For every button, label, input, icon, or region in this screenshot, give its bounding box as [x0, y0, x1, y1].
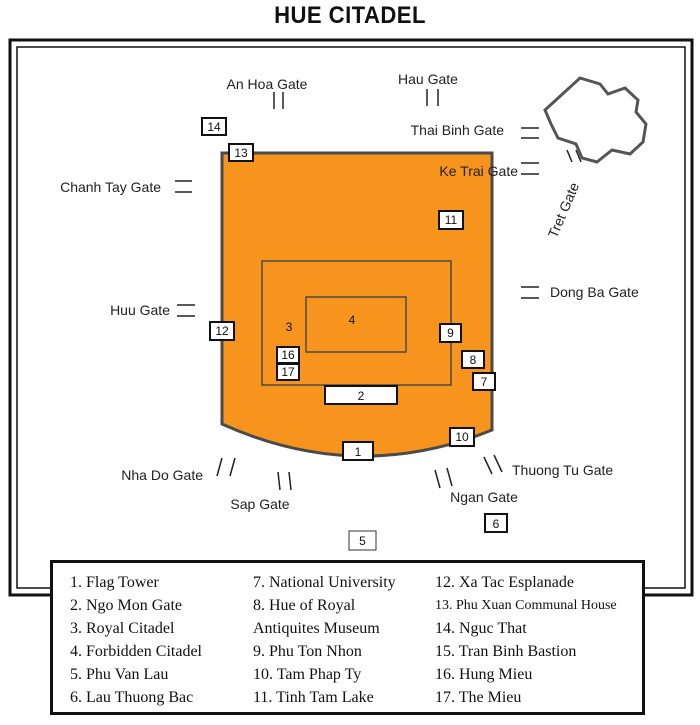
svg-text:11: 11 — [445, 213, 458, 227]
label-3: 3 — [286, 320, 293, 334]
marker-1: 1 — [342, 441, 374, 461]
legend-item: 13. Phu Xuan Communal House — [435, 598, 617, 613]
legend-column-1: 1. Flag Tower 2. Ngo Mon Gate 3. Royal C… — [70, 571, 202, 709]
legend-item: 2. Ngo Mon Gate — [70, 597, 182, 614]
legend-column-2: 7. National University 8. Hue of Royal A… — [253, 571, 396, 709]
thuong-tu-gate-mark — [483, 456, 493, 475]
legend-item: 14. Nguc That — [435, 620, 527, 637]
svg-text:8: 8 — [470, 353, 477, 367]
marker-14: 14 — [201, 117, 227, 136]
marker-11: 11 — [438, 210, 464, 230]
marker-5: 5 — [348, 530, 377, 551]
legend-column-3: 12. Xa Tac Esplanade 13. Phu Xuan Commun… — [435, 571, 617, 709]
svg-text:2: 2 — [358, 389, 365, 403]
marker-6: 6 — [484, 513, 508, 533]
nha-do-gate-mark — [229, 457, 236, 477]
gate-marks — [175, 89, 539, 491]
legend-item: 12. Xa Tac Esplanade — [435, 574, 574, 591]
svg-text:17: 17 — [281, 365, 295, 379]
ngan-gate-mark — [434, 469, 441, 489]
tret-gate-label: Tret Gate — [545, 180, 583, 240]
tran-binh-bastion — [543, 76, 648, 164]
legend-item: 4. Forbidden Citadel — [70, 643, 202, 660]
svg-text:16: 16 — [281, 348, 295, 362]
legend-item: 5. Phu Van Lau — [70, 666, 169, 683]
legend-item: 10. Tam Phap Ty — [253, 666, 362, 683]
marker-10: 10 — [449, 427, 475, 447]
nha-do-gate-label: Nha Do Gate — [121, 467, 203, 483]
an-hoa-gate-label: An Hoa Gate — [227, 76, 308, 92]
svg-text:10: 10 — [455, 430, 469, 444]
thuong-tu-gate-mark — [493, 454, 503, 473]
svg-text:1: 1 — [355, 445, 362, 459]
sap-gate-mark — [288, 471, 292, 491]
label-4: 4 — [349, 313, 356, 327]
marker-13: 13 — [228, 143, 254, 162]
legend-item: 3. Royal Citadel — [70, 620, 175, 637]
thuong-tu-gate-label: Thuong Tu Gate — [512, 462, 613, 478]
marker-16: 16 — [276, 346, 300, 364]
huu-gate-label: Huu Gate — [110, 302, 170, 318]
marker-12: 12 — [209, 321, 235, 341]
legend-item: 16. Hung Mieu — [435, 666, 533, 683]
svg-text:5: 5 — [359, 534, 366, 548]
legend-item: 11. Tinh Tam Lake — [253, 689, 374, 706]
sap-gate-mark — [277, 471, 281, 491]
svg-text:9: 9 — [447, 326, 454, 340]
marker-2: 2 — [324, 385, 398, 405]
thai-binh-gate-label: Thai Binh Gate — [411, 122, 505, 138]
nha-do-gate-mark — [216, 457, 223, 477]
legend-item: 6. Lau Thuong Bac — [70, 689, 194, 706]
chanh-tay-gate-label: Chanh Tay Gate — [60, 179, 161, 195]
legend-item: 7. National University — [253, 574, 396, 591]
svg-text:14: 14 — [207, 120, 221, 134]
marker-8: 8 — [461, 350, 485, 369]
map-title: HUE CITADEL — [274, 2, 426, 29]
marker-17: 17 — [276, 363, 300, 381]
ngan-gate-mark — [446, 467, 453, 487]
legend-item: Antiquites Museum — [253, 620, 380, 637]
svg-text:13: 13 — [234, 146, 248, 160]
marker-9: 9 — [439, 323, 462, 343]
ngan-gate-label: Ngan Gate — [450, 489, 518, 505]
ke-trai-gate-label: Ke Trai Gate — [439, 163, 518, 179]
hau-gate-label: Hau Gate — [398, 71, 458, 87]
dong-ba-gate-label: Dong Ba Gate — [550, 284, 639, 300]
legend-item: 9. Phu Ton Nhon — [253, 643, 362, 660]
legend-item: 17. The Mieu — [435, 689, 522, 706]
tret-gate-mark — [566, 149, 573, 163]
legend-item: 1. Flag Tower — [70, 574, 159, 591]
legend-item: 15. Tran Binh Bastion — [435, 643, 577, 660]
forbidden-citadel — [305, 296, 407, 353]
svg-text:6: 6 — [493, 517, 500, 531]
sap-gate-label: Sap Gate — [230, 496, 289, 512]
legend: 1. Flag Tower 2. Ngo Mon Gate 3. Royal C… — [50, 560, 645, 715]
svg-text:7: 7 — [481, 375, 488, 389]
marker-7: 7 — [472, 372, 496, 391]
legend-item: 8. Hue of Royal — [253, 597, 356, 614]
svg-text:12: 12 — [215, 324, 229, 338]
tret-gate-mark — [575, 149, 582, 163]
